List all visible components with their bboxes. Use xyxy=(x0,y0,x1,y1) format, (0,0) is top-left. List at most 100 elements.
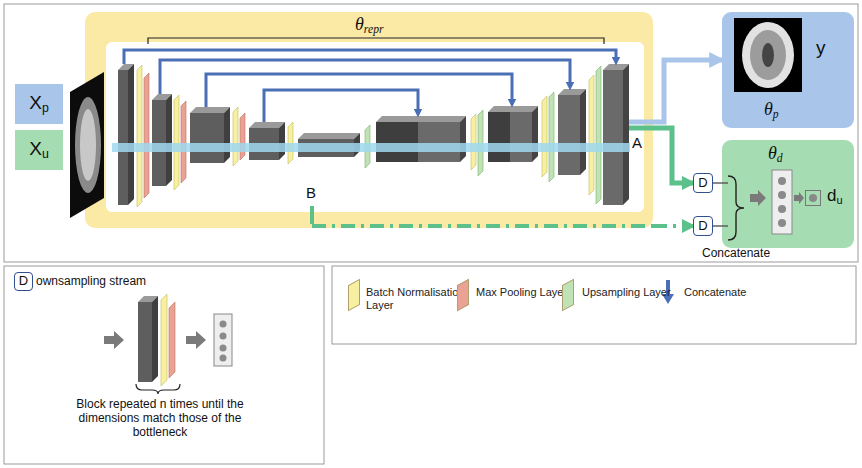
downsampling-box: D xyxy=(14,272,33,291)
brain-slice xyxy=(80,109,96,181)
panel-title: θp xyxy=(764,100,779,122)
bn-layer xyxy=(233,107,238,166)
text-main: θ xyxy=(768,143,777,163)
bn-layer xyxy=(174,95,179,190)
annotation: Concatenate xyxy=(702,247,770,261)
band-title: θrepr xyxy=(355,15,384,37)
output-label: y xyxy=(816,38,826,59)
output-unit xyxy=(809,194,817,202)
box-letter: D xyxy=(698,176,707,190)
flow-arrow xyxy=(794,192,804,204)
brace xyxy=(728,176,744,240)
up-layer xyxy=(365,125,370,168)
conv-block xyxy=(190,107,230,163)
bottleneck-stream xyxy=(310,206,314,224)
connector xyxy=(653,224,693,228)
bottleneck-block xyxy=(298,133,360,157)
legend-swatch xyxy=(457,279,469,311)
conv-block xyxy=(603,64,629,205)
panel-title: θd xyxy=(768,144,783,166)
conv-block xyxy=(558,89,586,175)
input-label: Xp xyxy=(29,93,49,116)
encoder-decoder-band: θrepr xyxy=(85,12,653,228)
bottleneck-stream xyxy=(312,224,653,228)
flow-arrow xyxy=(750,190,766,206)
text-subscript: u xyxy=(836,194,842,206)
bn-layer xyxy=(542,96,547,177)
frame xyxy=(332,266,856,344)
output-unit-box: du xyxy=(805,190,821,206)
pool-layer xyxy=(144,73,149,198)
brain-output xyxy=(734,18,802,92)
text-subscript: u xyxy=(42,147,49,161)
downsampling-box: D xyxy=(693,216,713,236)
bn-layer xyxy=(589,75,594,195)
text-main: X xyxy=(29,138,42,159)
skip-connection xyxy=(264,90,418,122)
vector xyxy=(214,314,232,366)
text-subscript: p xyxy=(42,101,49,115)
up-layer xyxy=(549,92,554,182)
point-label: A xyxy=(632,134,642,151)
text-subscript: d xyxy=(777,152,783,165)
brain-slice xyxy=(70,72,104,218)
feature-band xyxy=(112,143,630,152)
up-layer xyxy=(478,110,483,176)
output-stream xyxy=(629,120,653,125)
text-main: d xyxy=(827,186,836,205)
text-subscript: p xyxy=(773,108,779,121)
flow-arrow xyxy=(104,331,124,349)
box-letter: D xyxy=(698,219,707,233)
output-stream xyxy=(629,126,653,131)
conv-block xyxy=(138,296,158,382)
conv-block xyxy=(152,94,172,186)
brain-output xyxy=(742,22,794,88)
pool-layer xyxy=(181,101,186,183)
vector xyxy=(772,170,792,234)
text-main: X xyxy=(29,92,42,113)
panel-fill xyxy=(722,140,854,248)
box-letter: D xyxy=(19,274,28,288)
text-main: θ xyxy=(764,99,773,119)
panel-fill xyxy=(722,12,854,128)
brain-output xyxy=(762,43,774,67)
input-box: Xp xyxy=(15,84,63,124)
connector xyxy=(713,225,728,226)
bn-layer xyxy=(471,114,476,170)
brain-slice xyxy=(75,97,101,193)
connector xyxy=(653,60,722,122)
brace xyxy=(136,384,180,394)
brain-output xyxy=(750,30,786,80)
bn-layer xyxy=(137,65,142,207)
frame xyxy=(4,4,858,262)
legend-text: Max Pooling Layer xyxy=(476,286,576,299)
point-label: B xyxy=(306,184,316,201)
bracket xyxy=(148,38,604,44)
frame xyxy=(4,266,324,464)
text-subscript: repr xyxy=(364,23,384,36)
flow-arrow xyxy=(186,331,206,349)
pool-layer xyxy=(240,113,245,160)
skip-connection xyxy=(160,60,570,94)
skip-connection xyxy=(206,74,512,107)
input-label: Xu xyxy=(29,139,49,162)
note: Block repeated n times until the dimensi… xyxy=(58,398,262,439)
discriminator-panel: θddu xyxy=(722,140,854,248)
skip-connection xyxy=(124,50,616,64)
connector xyxy=(653,128,693,183)
output-label: du xyxy=(827,187,843,206)
input-box: Xu xyxy=(15,130,63,170)
connector xyxy=(713,182,728,183)
inner-fill xyxy=(106,42,644,212)
band-fill xyxy=(85,12,653,228)
legend-text: Concatenate xyxy=(684,286,774,299)
conv-block xyxy=(488,106,538,162)
downsampling-box: D xyxy=(693,173,713,193)
bn-layer xyxy=(288,122,293,164)
output-panel: y θp xyxy=(722,12,854,128)
up-layer xyxy=(596,66,601,204)
conv-block xyxy=(118,64,134,205)
conv-block xyxy=(249,122,285,160)
text-main: θ xyxy=(355,14,364,34)
legend-text: Upsampling Layer xyxy=(582,286,672,299)
